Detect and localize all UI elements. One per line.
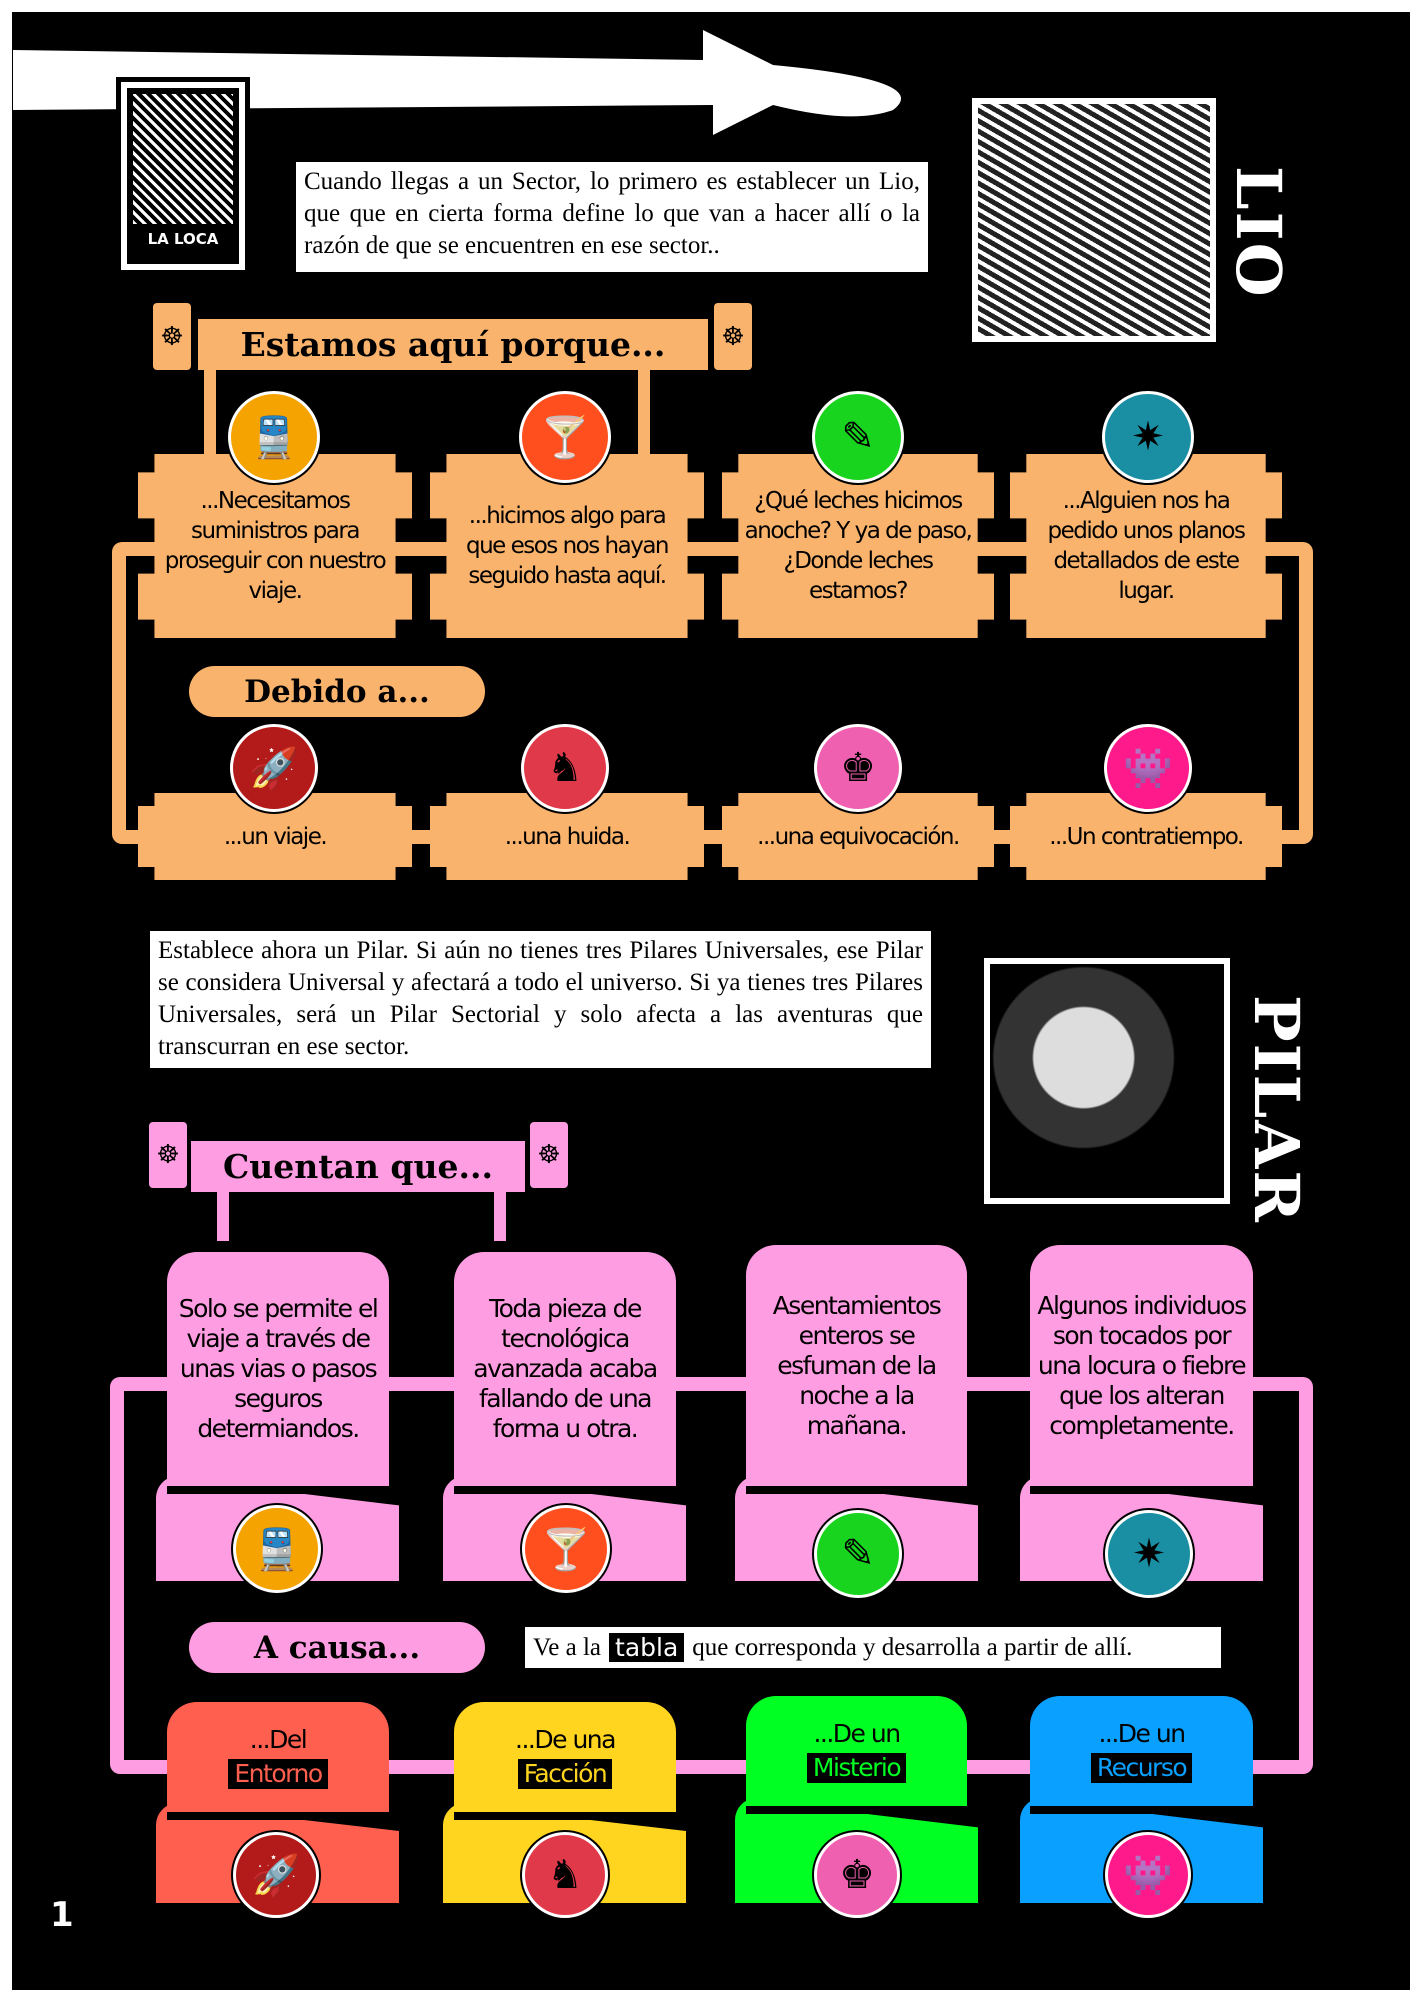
header-post [638, 360, 650, 470]
origin-card-recurso: ...De un Recurso [1030, 1696, 1253, 1814]
chess-king-icon: ♚ [814, 724, 902, 812]
train-icon: 🚆 [233, 1505, 321, 1593]
origin-label: Misterio [806, 1753, 907, 1783]
train-icon: 🚆 [228, 391, 320, 483]
story-card: Asentamientos enteros se esfuman de la n… [746, 1245, 967, 1494]
header-post [494, 1185, 506, 1241]
emblem-icon: ☸ [149, 1122, 187, 1188]
pilar-header: Cuentan que... [191, 1141, 525, 1192]
arrow-banner [13, 30, 901, 135]
rocket-icon: 🚀 [233, 1832, 319, 1918]
origin-card-misterio: ...De un Misterio [746, 1696, 967, 1814]
header-post [217, 1185, 229, 1241]
page-number: 1 [50, 1895, 74, 1935]
runner-icon: ♞ [521, 724, 609, 812]
cause-label: A causa... [189, 1622, 485, 1673]
spaceship-icon: ✷ [1105, 1510, 1193, 1598]
table-note-before: Ve a la [533, 1633, 602, 1661]
pilar-title: PILAR [1240, 995, 1313, 1224]
rocket-icon: 🚀 [230, 724, 318, 812]
table-note-after: que corresponda y desarrolla a partir de… [692, 1633, 1133, 1661]
tarot-card-label: LA LOCA [147, 230, 219, 248]
lio-title: LIO [1222, 166, 1295, 299]
tarot-card: LA LOCA [116, 77, 250, 275]
table-link[interactable]: tabla [609, 1633, 685, 1662]
origin-prefix: ...De un [1098, 1719, 1186, 1748]
origin-prefix: ...De una [515, 1725, 616, 1754]
pilar-planet-illustration [979, 953, 1235, 1209]
cause-box: ...una equivocación. [722, 793, 994, 880]
monster-icon: 👾 [1104, 724, 1192, 812]
emblem-icon: ☸ [530, 1122, 568, 1188]
lio-header: Estamos aquí porque... [198, 319, 708, 370]
lio-intro-text: Cuando llegas a un Sector, lo primero es… [296, 162, 928, 272]
story-card: Toda pieza de tecnológica avanzada acaba… [454, 1252, 676, 1494]
origin-label: Recurso [1090, 1753, 1193, 1783]
chess-king-icon: ♚ [814, 1832, 900, 1918]
because-label: Debido a... [189, 666, 485, 717]
reason-box: ...Alguien nos ha pedido unos planos det… [1010, 454, 1282, 638]
origin-prefix: ...De un [813, 1719, 901, 1748]
reason-box: ...hicimos algo para que esos nos hayan … [430, 454, 704, 638]
story-card: Algunos individuos son tocados por una l… [1030, 1245, 1253, 1494]
origin-card-entorno: ...Del Entorno [167, 1702, 389, 1820]
emblem-icon: ☸ [153, 303, 191, 370]
cocktail-icon: 🍸 [522, 1505, 610, 1593]
reason-box: ¿Qué leches hicimos anoche? Y ya de paso… [722, 454, 994, 638]
emblem-icon: ☸ [714, 303, 752, 370]
origin-prefix: ...Del [249, 1725, 308, 1754]
table-note: Ve a la tabla que corresponda y desarrol… [525, 1627, 1221, 1668]
spaceship-icon: ✷ [1102, 391, 1194, 483]
header-post [204, 360, 216, 470]
connector [389, 1377, 454, 1391]
cocktail-icon: 🍸 [519, 391, 611, 483]
flute-icon: ✎ [812, 391, 904, 483]
reason-box: ...Necesitamos suministros para prosegui… [138, 454, 412, 638]
flute-icon: ✎ [814, 1510, 902, 1598]
lio-comic-illustration [967, 93, 1221, 347]
pilar-intro-text: Establece ahora un Pilar. Si aún no tien… [150, 931, 931, 1068]
origin-label: Entorno [228, 1759, 328, 1789]
origin-label: Facción [517, 1759, 613, 1789]
monster-icon: 👾 [1105, 1832, 1191, 1918]
origin-card-faccion: ...De una Facción [454, 1702, 676, 1820]
runner-icon: ♞ [522, 1832, 608, 1918]
story-card: Solo se permite el viaje a través de una… [167, 1252, 389, 1494]
